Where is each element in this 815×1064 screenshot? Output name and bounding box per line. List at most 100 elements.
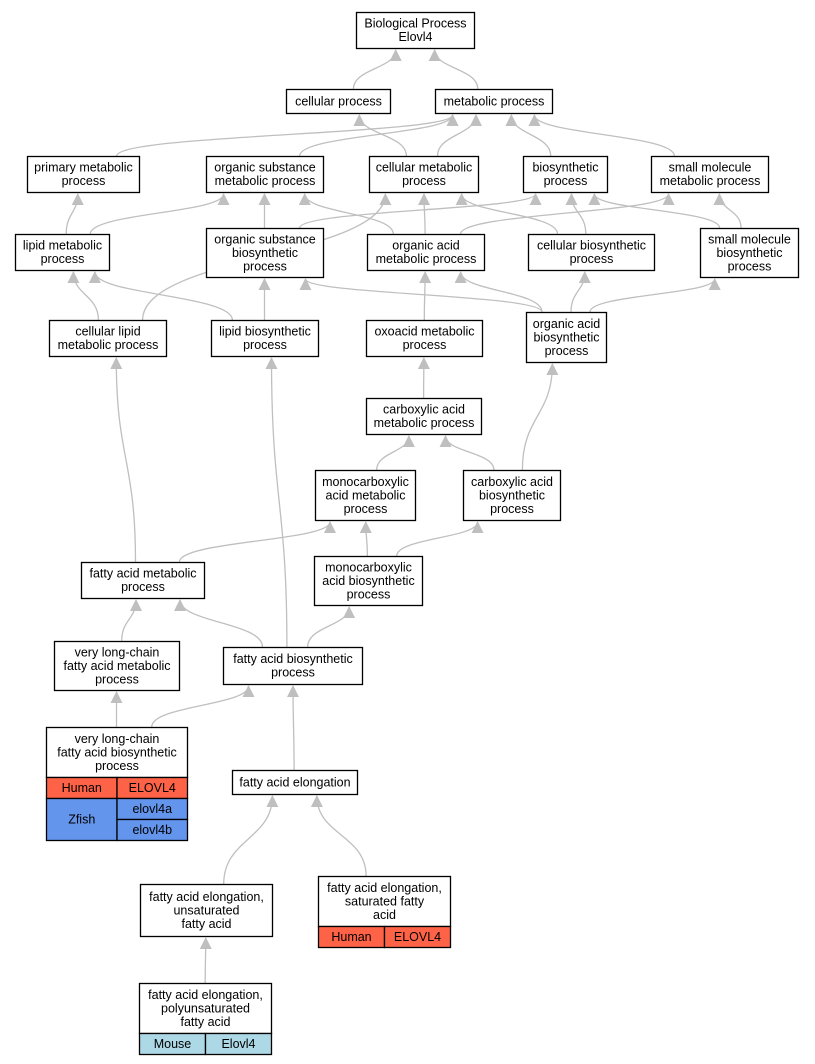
node-label-line: process bbox=[347, 587, 391, 601]
gene-symbol[interactable]: elovl4a bbox=[132, 802, 172, 816]
node-label-line: primary metabolic bbox=[34, 161, 133, 175]
edge-cellular-metabolic-to-cellular-process bbox=[353, 114, 408, 157]
node-label-line: process bbox=[95, 672, 139, 686]
species-label: Human bbox=[62, 781, 102, 795]
gene-symbol[interactable]: ELOVL4 bbox=[129, 781, 176, 795]
node-label-line: Elovl4 bbox=[398, 30, 432, 44]
node-label-line: process bbox=[570, 252, 614, 266]
node-label-line: metabolic process bbox=[374, 416, 475, 430]
node-label-line: cellular metabolic bbox=[376, 161, 473, 175]
node-label-line: metabolic process bbox=[376, 252, 477, 266]
node-box bbox=[313, 555, 424, 607]
edge-organic-acid-bio-to-small-molecule-bio bbox=[589, 278, 721, 313]
node-label-line: process bbox=[62, 174, 106, 188]
gene-symbol[interactable]: elovl4b bbox=[132, 823, 172, 837]
node-label-line: fatty acid metabolic bbox=[64, 659, 171, 673]
gene-symbol[interactable]: Elovl4 bbox=[221, 1037, 255, 1051]
node-box bbox=[222, 646, 364, 686]
edge-cellular-process-to-bp-root bbox=[352, 49, 402, 90]
node-label-line: biosynthetic bbox=[232, 246, 298, 260]
gene-cell bbox=[204, 1032, 273, 1056]
node-label-line: process bbox=[403, 338, 447, 352]
edge-fa-biosynthetic-to-lipid-biosynthetic bbox=[265, 357, 288, 648]
gene-symbol[interactable]: ELOVL4 bbox=[394, 930, 441, 944]
node-label-line: small molecule bbox=[708, 232, 791, 246]
node-box bbox=[522, 155, 609, 194]
node-label-line: polyunsaturated bbox=[161, 1001, 250, 1015]
edge-metabolic-process-to-bp-root bbox=[428, 49, 479, 90]
node-fa-elong-sat[interactable]: fatty acid elongation,saturated fattyaci… bbox=[317, 875, 452, 949]
node-box bbox=[285, 88, 392, 115]
edge-lipid-metabolic-to-primary-metabolic bbox=[65, 193, 84, 235]
node-box bbox=[138, 982, 273, 1035]
edge-organic-acid-bio-to-organic-acid-met bbox=[454, 271, 543, 313]
edge-fatty-acid-met-to-monocarboxylic-met bbox=[178, 521, 336, 563]
node-box bbox=[80, 561, 206, 600]
node-fa-elongation[interactable]: fatty acid elongation bbox=[231, 769, 359, 796]
edge-lipid-biosynthetic-to-lipid-metabolic bbox=[88, 271, 234, 321]
node-box bbox=[26, 155, 141, 194]
node-label-line: process bbox=[121, 580, 165, 594]
node-label-line: fatty acid elongation, bbox=[149, 890, 264, 904]
species-label: Mouse bbox=[154, 1037, 192, 1051]
node-cellular-process[interactable]: cellular process bbox=[285, 88, 392, 115]
edge-fa-elong-unsat-to-fa-elongation bbox=[223, 795, 279, 885]
edge-carboxylic-acid-bio-to-carboxylic-acid-met bbox=[439, 435, 495, 471]
node-label-line: metabolic process bbox=[660, 174, 761, 188]
node-box bbox=[355, 11, 476, 50]
node-metabolic-process[interactable]: metabolic process bbox=[434, 88, 554, 115]
edge-primary-metabolic-to-metabolic-process bbox=[115, 114, 459, 157]
node-label-line: metabolic process bbox=[58, 338, 159, 352]
node-label-line: lipid biosynthetic bbox=[219, 325, 311, 339]
node-box bbox=[231, 769, 359, 796]
node-label-line: process bbox=[271, 666, 315, 680]
node-label-line: organic substance bbox=[214, 232, 316, 246]
species-label: Zfish bbox=[68, 812, 95, 826]
node-box bbox=[699, 227, 800, 279]
node-label-line: acid biosynthetic bbox=[322, 574, 414, 588]
node-box bbox=[45, 726, 189, 779]
node-label-line: process bbox=[243, 338, 287, 352]
node-label-line: cellular biosynthetic bbox=[537, 239, 646, 253]
node-label-line: fatty acid bbox=[180, 1015, 230, 1029]
edge-monocarboxylic-met-to-carboxylic-acid-met bbox=[376, 435, 415, 471]
node-label-line: organic acid bbox=[392, 239, 459, 253]
node-box bbox=[210, 319, 320, 358]
edge-organic-substance-bio-to-biosynthetic bbox=[298, 193, 542, 229]
node-box bbox=[53, 640, 181, 692]
edge-biosynthetic-to-metabolic-process bbox=[505, 114, 552, 157]
edge-lipid-metabolic-to-organic-substance-met bbox=[89, 193, 230, 235]
node-label-line: process bbox=[95, 759, 139, 773]
node-label-line: cellular process bbox=[295, 94, 382, 108]
node-label-line: fatty acid biosynthetic bbox=[233, 652, 353, 666]
node-fa-elong-poly[interactable]: fatty acid elongation,polyunsaturatedfat… bbox=[138, 982, 273, 1056]
node-label-line: process bbox=[545, 344, 589, 358]
edge-cellular-biosynthetic-to-biosynthetic bbox=[565, 193, 587, 235]
